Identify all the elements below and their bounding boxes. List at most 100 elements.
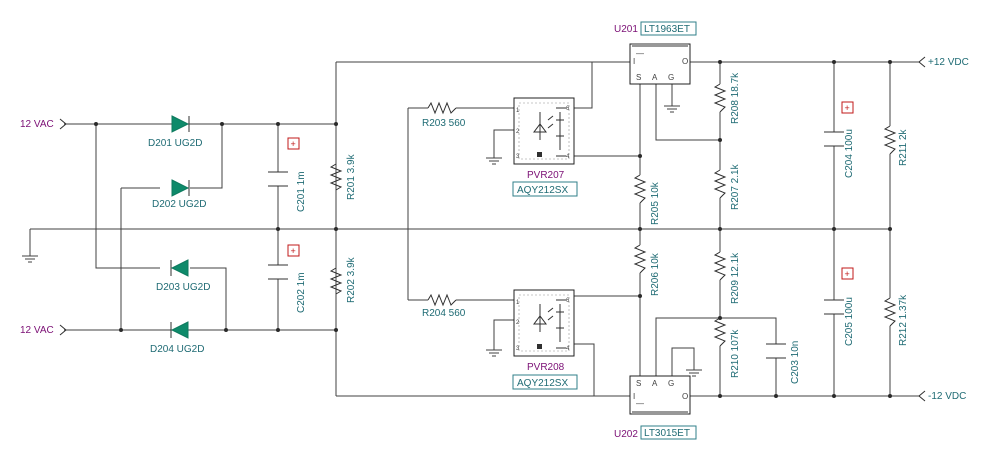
diode-label: D204 UG2D (150, 344, 204, 355)
mosfet-icon (556, 299, 566, 349)
capacitor-label: C204 100u (844, 129, 855, 178)
capacitor-label: C202 1m (296, 272, 307, 313)
polarity-box (287, 137, 300, 150)
svg-text:6: 6 (566, 298, 570, 304)
capacitor-c201: + C201 1m (268, 137, 307, 212)
resistor-label: R204 560 (422, 308, 466, 319)
svg-text:4: 4 (566, 154, 570, 160)
resistor-label: R205 10k (650, 181, 661, 225)
light-arrow-icon (547, 307, 554, 321)
resistor-label: R210 107k (730, 329, 741, 378)
svg-text:3: 3 (516, 154, 520, 160)
regulator-pin: O (682, 392, 688, 401)
regulator-pin: — (636, 399, 644, 408)
svg-text:3: 3 (516, 346, 520, 352)
resistor-label: R209 12.1k (730, 252, 741, 304)
port-pos-out: +12 VDC (918, 56, 969, 68)
regulator-pin: G (668, 73, 674, 82)
capacitor-c205: + C205 100u (824, 267, 855, 346)
regulator-pin: A (652, 379, 658, 388)
ground-symbols (22, 105, 702, 377)
svg-text:4: 4 (566, 346, 570, 352)
regulator-pin: — (636, 49, 644, 58)
resistor-r211: R211 2k (883, 125, 909, 166)
regulator-pin: A (652, 73, 658, 82)
svg-text:6: 6 (566, 106, 570, 112)
resistor-label: R211 2k (898, 128, 909, 166)
resistor-label: R206 10k (650, 252, 661, 296)
resistor-label: R201 3.9k (346, 153, 357, 200)
diode-label: D201 UG2D (148, 138, 202, 149)
mosfet-icon (556, 107, 566, 157)
regulator-u201: U201 LT1963ET I S A G O — (614, 21, 697, 85)
port-label: 12 VAC (20, 119, 54, 130)
polarity-box (841, 267, 854, 280)
svg-text:1: 1 (516, 300, 520, 306)
resistor-r204: R204 560 (422, 293, 466, 319)
ground-icon (486, 349, 502, 357)
relay-pvr208: 1 2 3 6 4 PVR208 AQY212SX (512, 289, 578, 390)
regulator-ref: U202 (614, 429, 638, 440)
capacitor-label: C205 100u (844, 297, 855, 346)
resistor-r205: R205 10k (633, 174, 661, 225)
resistor-r208: R208 18.7k (713, 72, 741, 124)
relay-ref: PVR207 (527, 170, 565, 181)
polarity-mark: + (291, 246, 296, 256)
diode-d204: D204 UG2D (150, 321, 204, 355)
regulator-pin: I (633, 57, 635, 66)
resistor-r203: R203 560 (422, 101, 466, 129)
resistor-r210: R210 107k (713, 317, 741, 378)
junction-dots (94, 60, 892, 398)
resistor-label: R212 1.37k (898, 294, 909, 346)
resistor-r209: R209 12.1k (713, 251, 741, 304)
svg-text:1: 1 (516, 108, 520, 114)
relay-part: AQY212SX (517, 378, 568, 389)
regulator-part: LT1963ET (644, 24, 690, 35)
diode-label: D203 UG2D (156, 282, 210, 293)
regulator-part: LT3015ET (644, 428, 690, 439)
resistor-label: R202 3.9k (346, 256, 357, 303)
capacitor-label: C203 10n (790, 341, 801, 384)
resistor-r202: R202 3.9k (329, 256, 357, 303)
capacitor-c203: C203 10n (766, 341, 801, 384)
polarity-mark: + (845, 103, 850, 113)
port-ac-top: 12 VAC (20, 118, 67, 130)
svg-text:2: 2 (516, 129, 520, 135)
capacitor-c202: + C202 1m (268, 244, 307, 313)
diode-d202: D202 UG2D (152, 179, 206, 210)
capacitor-label: C201 1m (296, 171, 307, 212)
polarity-mark: + (845, 269, 850, 279)
resistor-label: R203 560 (422, 118, 466, 129)
ground-icon (486, 157, 502, 165)
regulator-pin: S (636, 379, 641, 388)
wires (29, 61, 920, 397)
light-arrow-icon (547, 115, 554, 129)
polarity-mark: + (291, 139, 296, 149)
resistor-r201: R201 3.9k (329, 153, 357, 200)
port-label: +12 VDC (928, 57, 969, 68)
resistor-label: R208 18.7k (730, 72, 741, 124)
regulator-ref: U201 (614, 24, 638, 35)
port-ac-bottom: 12 VAC (20, 324, 67, 336)
regulator-pin: S (636, 73, 641, 82)
regulator-pin: I (633, 392, 635, 401)
regulator-pin: G (668, 379, 674, 388)
polarity-box (841, 101, 854, 114)
ground-icon (664, 105, 680, 113)
ground-icon (22, 255, 38, 263)
svg-text:2: 2 (516, 320, 520, 326)
relay-ref: PVR208 (527, 362, 565, 373)
led-icon (533, 112, 547, 140)
led-icon (533, 304, 547, 332)
resistor-label: R207 2.1k (730, 163, 741, 210)
resistor-r206: R206 10k (633, 244, 661, 296)
relay-pvr207: 1 2 3 6 4 PVR207 AQY212SX (512, 97, 578, 197)
resistor-r207: R207 2.1k (713, 163, 741, 210)
resistor-r212: R212 1.37k (883, 294, 909, 346)
relay-part: AQY212SX (517, 185, 568, 196)
regulator-u202: S A G — I O U202 LT3015ET (614, 375, 697, 440)
diode-label: D202 UG2D (152, 199, 206, 210)
regulator-pin: O (682, 57, 688, 66)
port-label: -12 VDC (928, 391, 966, 402)
diode-d201: D201 UG2D (148, 115, 202, 149)
